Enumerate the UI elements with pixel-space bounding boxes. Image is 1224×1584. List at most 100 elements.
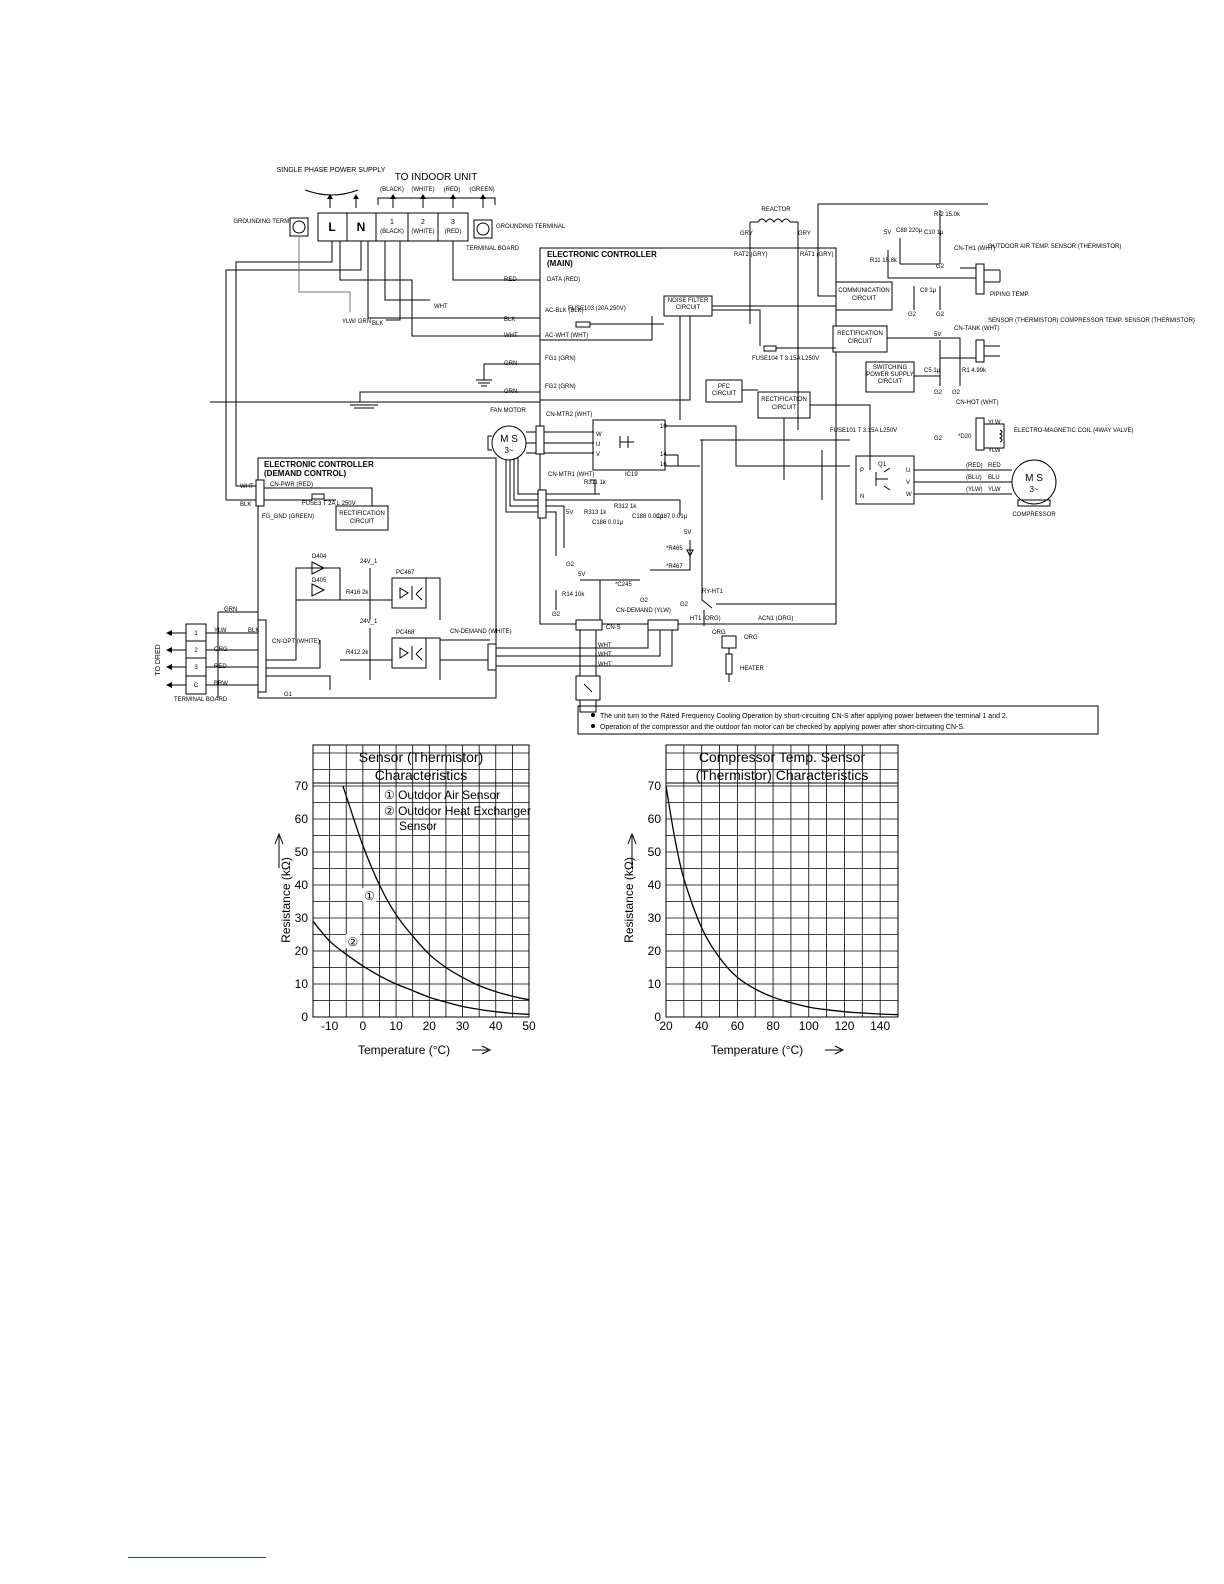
chart1-xtick-label: 50 [522,1019,536,1033]
cn-s-label: CN-S [606,625,621,631]
r11-label: R11 15.8k [870,258,898,264]
chart2-ytick-label: 20 [648,944,662,958]
terminal-3: 3 [451,219,455,226]
ground-symbol-icon [292,220,306,234]
ht1-label: HT1 (ORG) [690,616,721,622]
chart2-ytick-label: 60 [648,812,662,826]
terminal-L: L [328,220,335,234]
note-bullet-2 [591,724,595,728]
v24-label-b: 24V_1 [360,619,378,625]
switching-label: SWITCHING POWER SUPPLY CIRCUIT [866,365,914,385]
chart1-series-2-line [312,920,530,1016]
wire-label-wht3: WHT [240,484,254,490]
compressor-sensor-label: SENSOR (THERMISTOR) COMPRESSOR TEMP. SEN… [988,318,1195,324]
demand-rectification-label: RECTIFICATION CIRCUIT [339,511,385,525]
compressor-label: COMPRESSOR [1012,512,1056,518]
chart2-ytick-label: 30 [648,911,662,925]
ground-symbol-icon [476,222,490,236]
grounding-terminal-label: GROUNDING TERMINAL [233,219,303,225]
data-red-label: DATA (RED) [547,277,580,283]
chart2-ytick-label: 0 [654,1010,661,1024]
chart1-ytick-label: 20 [295,944,309,958]
terminal-N: N [357,220,366,234]
pc467-label: PC467 [396,570,415,576]
wire-1b [386,241,401,321]
igbt-icon [875,467,891,491]
dred-num-1: 1 [194,631,198,637]
cn-mtr1-connector [537,489,547,519]
terminal-3-color: (RED) [445,229,462,235]
ground-fg2 [210,391,540,409]
wire-label-wht: WHT [434,304,448,310]
ic19-pin16: 16 [660,462,667,468]
g1-label: G1 [284,692,293,698]
r412-label: R412 2k [346,650,369,656]
up-arrow-heads [327,194,486,199]
switching-block [865,361,915,393]
power-supply-label: SINGLE PHASE POWER SUPPLY [277,167,386,174]
to-dred-label: TO DRED [155,644,162,675]
chart1-curve-mark: ① [364,889,375,903]
cn-tank-label: CN-TANK (WHT) [954,326,1000,332]
chart2-xtick-label: 120 [834,1019,854,1033]
v5-label-a: 5V [566,510,573,516]
terminal-2: 2 [421,219,425,226]
ic19-transistor-icon [619,436,634,448]
terminal-board-label: TERMINAL BOARD [466,246,520,252]
g2-label-a: G2 [566,562,575,568]
chart2-xtick-label: 80 [766,1019,780,1033]
piping-temp-label: PIPING TEMP. [990,292,1030,298]
cn-tank-connector [975,339,985,363]
wiring-schematic: SINGLE PHASE POWER SUPPLY TO INDOOR UNIT… [155,167,1195,735]
fuse103-label: FUSE103 (20A 250V) [568,306,626,312]
fuse103 [575,321,591,328]
wire-label-blk4: BLK [248,628,259,634]
r467-label: *R467 [666,564,683,570]
note-bullet-1 [591,713,595,717]
comp-wire-blu: (BLU) [966,475,982,481]
rat2-label: RAT2 (GRY) [734,252,767,258]
rectification-block-2 [757,391,811,419]
wire-label-blk2: BLK [504,317,515,323]
chart1-plot-area [312,744,530,1018]
chart2-plot-area [665,744,899,1018]
note-1: The unit turn to the Rated Frequency Coo… [600,713,1008,720]
chart1-title-line2: Characteristics [375,767,468,783]
cn-mtr1-label: CN-MTR1 (WHT) [548,472,594,478]
main-controller-title: ELECTRONIC CONTROLLER [547,250,657,259]
noise-filter-label: NOISE FILTER CIRCUIT [667,298,709,311]
terminal-board-label-2: TERMINAL BOARD [174,697,228,703]
g2-label-c: G2 [680,602,689,608]
indoor-wire-black: (BLACK) [380,187,404,193]
cn-s-connector[interactable] [575,619,603,631]
chart1-legend-2b: Sensor [399,819,437,833]
chart2-series-1-line [665,785,899,1016]
g2-label-i: G2 [952,390,961,396]
grounding-terminal-right-label: GROUNDING TERMINAL [496,224,566,230]
fan-motor-ms: M S [500,434,518,445]
cn-s-switch-icon [575,630,601,713]
chart2-ytick-label: 10 [648,977,662,991]
cn-hot-label: CN-HOT (WHT) [956,400,999,406]
chart1-ytick-label: 60 [295,812,309,826]
wire-L [235,241,333,487]
r2-label: R-2 15.0k [934,212,961,218]
chart1-series-1-line [342,785,530,1001]
g2-label-e: G2 [936,264,945,270]
r14-label: R14 10k [562,592,585,598]
footer-link-line [128,1557,266,1558]
g2-label-h: G2 [934,390,943,396]
communication-block [835,281,893,311]
communication-label: COMMUNICATION CIRCUIT [838,288,890,302]
org-label-a: ORG [712,630,726,636]
v5-label-d: 5V [884,230,891,236]
pc467-optocoupler [391,577,427,609]
c88-label: C88 220μ [896,228,923,234]
cn-demand-ylw-label: CN-DEMAND (YLW) [616,608,671,614]
ic19-u: U [596,442,600,448]
heater-icon [725,653,733,675]
notes-box [577,705,1099,735]
electro-coil-label: ELECTRO-MAGNETIC COIL (4WAY VALVE) [1014,428,1133,434]
